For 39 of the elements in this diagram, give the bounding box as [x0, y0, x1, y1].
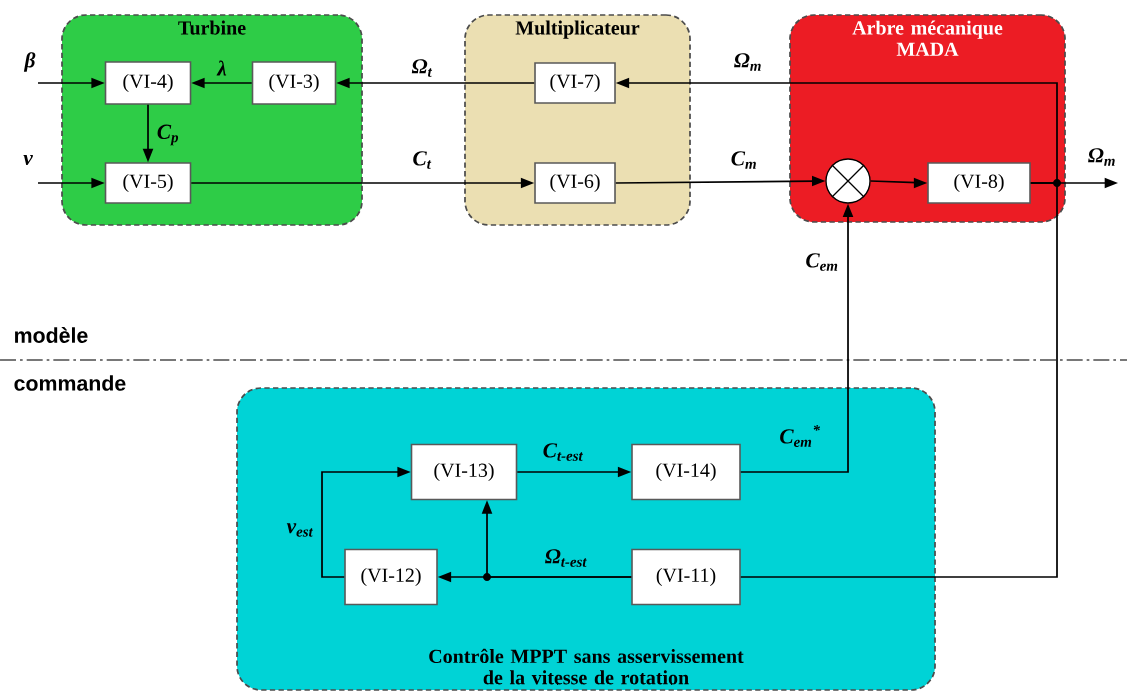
process-box: (VI-4) [104, 61, 192, 105]
edge-label: λ [216, 60, 227, 76]
edge-label: Ω$_{t}$ [411, 59, 433, 77]
arrow [336, 77, 536, 89]
process-box: (VI-13) [410, 443, 518, 501]
section-label: commande [14, 375, 126, 391]
arrow [321, 466, 411, 578]
section-label: modèle [15, 327, 88, 343]
process-box: (VI-7) [534, 62, 616, 104]
edge-label: Ω$_{m}$ [1088, 148, 1115, 166]
edge-label: Ω$_{t-est}$ [545, 549, 587, 567]
arrow [516, 466, 632, 478]
process-box: (VI-5) [104, 162, 192, 204]
signal-label: C$_{em}$ [806, 253, 838, 271]
arrow [142, 103, 154, 163]
edge-label: β [23, 52, 36, 72]
edge-label: C$_{m}$ [731, 151, 756, 169]
process-box: (VI-14) [631, 443, 741, 501]
edge-label: C$_{t}$ [413, 151, 432, 169]
edge-label: v$_{est}$ [286, 523, 314, 537]
edge-label: C$_{p}$ [157, 124, 179, 146]
arrow [190, 177, 535, 189]
edge-label: C$_{t-est}$ [543, 443, 583, 461]
arrow [37, 177, 105, 189]
arrow [869, 177, 928, 189]
edge-label: Ω$_{m}$ [734, 53, 761, 71]
arrow [37, 77, 105, 89]
process-box: (VI-12) [344, 548, 438, 606]
edge-label: C$_{em}$* [780, 425, 821, 447]
process-box: (VI-6) [534, 162, 616, 204]
edge-label: v [23, 155, 33, 165]
arrow [481, 500, 633, 578]
summing-junction [825, 158, 871, 204]
process-box: (VI-8) [927, 162, 1031, 204]
arrow [191, 77, 253, 89]
process-box: (VI-3) [251, 61, 337, 105]
arrow [614, 175, 826, 187]
process-box: (VI-11) [631, 548, 741, 606]
arrow [739, 203, 854, 473]
